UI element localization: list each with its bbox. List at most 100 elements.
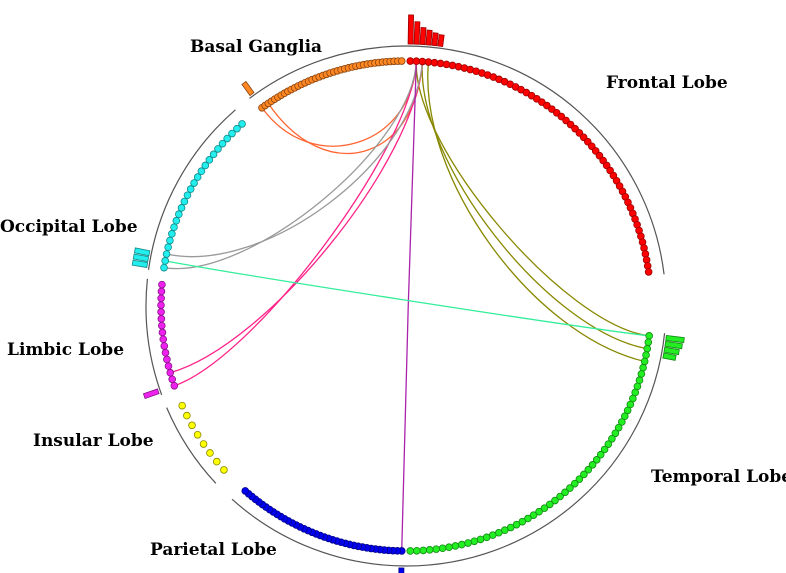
node-limbic	[166, 368, 175, 377]
connection-occipital-temporal	[165, 260, 650, 337]
node-temporal	[445, 543, 453, 551]
connection-frontal-limbic	[174, 61, 417, 387]
bar-rect-temporal	[664, 340, 683, 350]
node-temporal	[645, 332, 653, 340]
bar-temporal	[663, 346, 680, 356]
bar-frontal	[407, 14, 414, 45]
node-occipital	[183, 191, 192, 200]
lobe-label-parietal: Parietal Lobe	[150, 540, 277, 560]
connection-frontal-temporal	[415, 61, 650, 337]
node-limbic	[161, 348, 170, 357]
node-insular	[188, 421, 196, 430]
bar-rect-temporal	[662, 352, 677, 361]
bar-frontal	[419, 26, 427, 46]
bar-rect-occipital	[133, 247, 151, 257]
region-nodes	[157, 57, 653, 555]
node-temporal	[412, 546, 421, 555]
node-temporal	[545, 500, 554, 509]
lobe-label-frontal: Frontal Lobe	[606, 73, 728, 93]
bar-rect-occipital	[131, 259, 149, 268]
node-temporal	[551, 496, 559, 505]
bar-temporal	[665, 335, 685, 344]
bar-rect-frontal	[419, 26, 427, 46]
ring-arc-occipital	[147, 109, 236, 270]
bar-rect-limbic	[142, 388, 160, 399]
node-temporal	[470, 537, 479, 546]
node-limbic	[164, 362, 173, 370]
ring-arc-parietal	[231, 498, 407, 567]
bar-rect-occipital	[132, 253, 150, 263]
node-temporal	[438, 544, 447, 553]
bar-rect-parietal	[398, 567, 405, 573]
node-temporal	[637, 370, 646, 378]
ring-arc-temporal	[405, 333, 666, 567]
node-limbic	[158, 328, 167, 337]
bar-frontal	[431, 32, 439, 47]
node-limbic	[157, 287, 166, 296]
node-occipital	[162, 250, 171, 258]
node-occipital	[164, 243, 172, 252]
ring-arc-insular	[166, 407, 217, 484]
node-temporal	[529, 511, 538, 519]
node-temporal	[643, 344, 652, 353]
node-insular	[183, 411, 191, 420]
node-insular	[193, 430, 202, 439]
node-limbic	[157, 321, 166, 330]
ring-arc-frontal	[405, 45, 665, 275]
lobe-label-limbic: Limbic Lobe	[7, 340, 124, 360]
node-temporal	[540, 504, 549, 512]
node-occipital	[214, 145, 222, 153]
node-insular	[206, 449, 214, 457]
node-occipital	[170, 223, 178, 232]
node-occipital	[218, 139, 227, 148]
node-temporal	[592, 456, 601, 464]
node-limbic	[170, 381, 179, 390]
node-temporal	[566, 484, 574, 492]
node-temporal	[432, 545, 440, 553]
node-occipital	[177, 204, 186, 212]
degree-bars	[131, 14, 685, 573]
node-limbic	[157, 301, 165, 309]
bar-basal	[241, 80, 255, 97]
node-parietal	[241, 487, 250, 495]
node-temporal	[561, 488, 569, 497]
node-occipital	[161, 257, 170, 265]
node-basal	[397, 57, 406, 65]
node-occipital	[228, 129, 236, 138]
node-temporal	[596, 450, 605, 459]
node-occipital	[193, 173, 202, 181]
node-limbic	[163, 355, 171, 364]
node-temporal	[457, 540, 466, 549]
node-temporal	[588, 461, 597, 469]
bar-rect-frontal	[425, 29, 433, 46]
node-insular	[178, 401, 186, 410]
node-temporal	[611, 429, 620, 438]
connection-frontal-temporal	[421, 61, 648, 350]
connection-frontal-limbic	[170, 61, 424, 374]
node-temporal	[617, 418, 626, 426]
bar-occipital	[131, 259, 149, 268]
node-limbic	[157, 315, 166, 323]
node-limbic	[157, 308, 165, 316]
node-limbic	[168, 375, 177, 384]
lobe-label-basal: Basal Ganglia	[190, 37, 322, 57]
node-occipital	[233, 124, 241, 133]
bar-frontal	[437, 34, 445, 48]
connection-frontal-parietal	[401, 61, 417, 551]
node-temporal	[600, 445, 609, 454]
bar-rect-temporal	[663, 346, 680, 356]
node-temporal	[476, 535, 485, 544]
node-occipital	[238, 120, 246, 128]
node-temporal	[584, 465, 593, 474]
node-temporal	[620, 412, 629, 421]
bar-frontal	[425, 29, 433, 46]
node-insular	[220, 466, 228, 474]
bar-occipital	[133, 247, 151, 257]
ring-arc-basal	[249, 45, 407, 99]
node-temporal	[406, 547, 415, 555]
bar-rect-basal	[241, 80, 255, 97]
outer-ring-arcs	[145, 45, 666, 567]
node-temporal	[570, 479, 579, 488]
node-temporal	[451, 542, 460, 550]
node-temporal	[642, 351, 650, 359]
